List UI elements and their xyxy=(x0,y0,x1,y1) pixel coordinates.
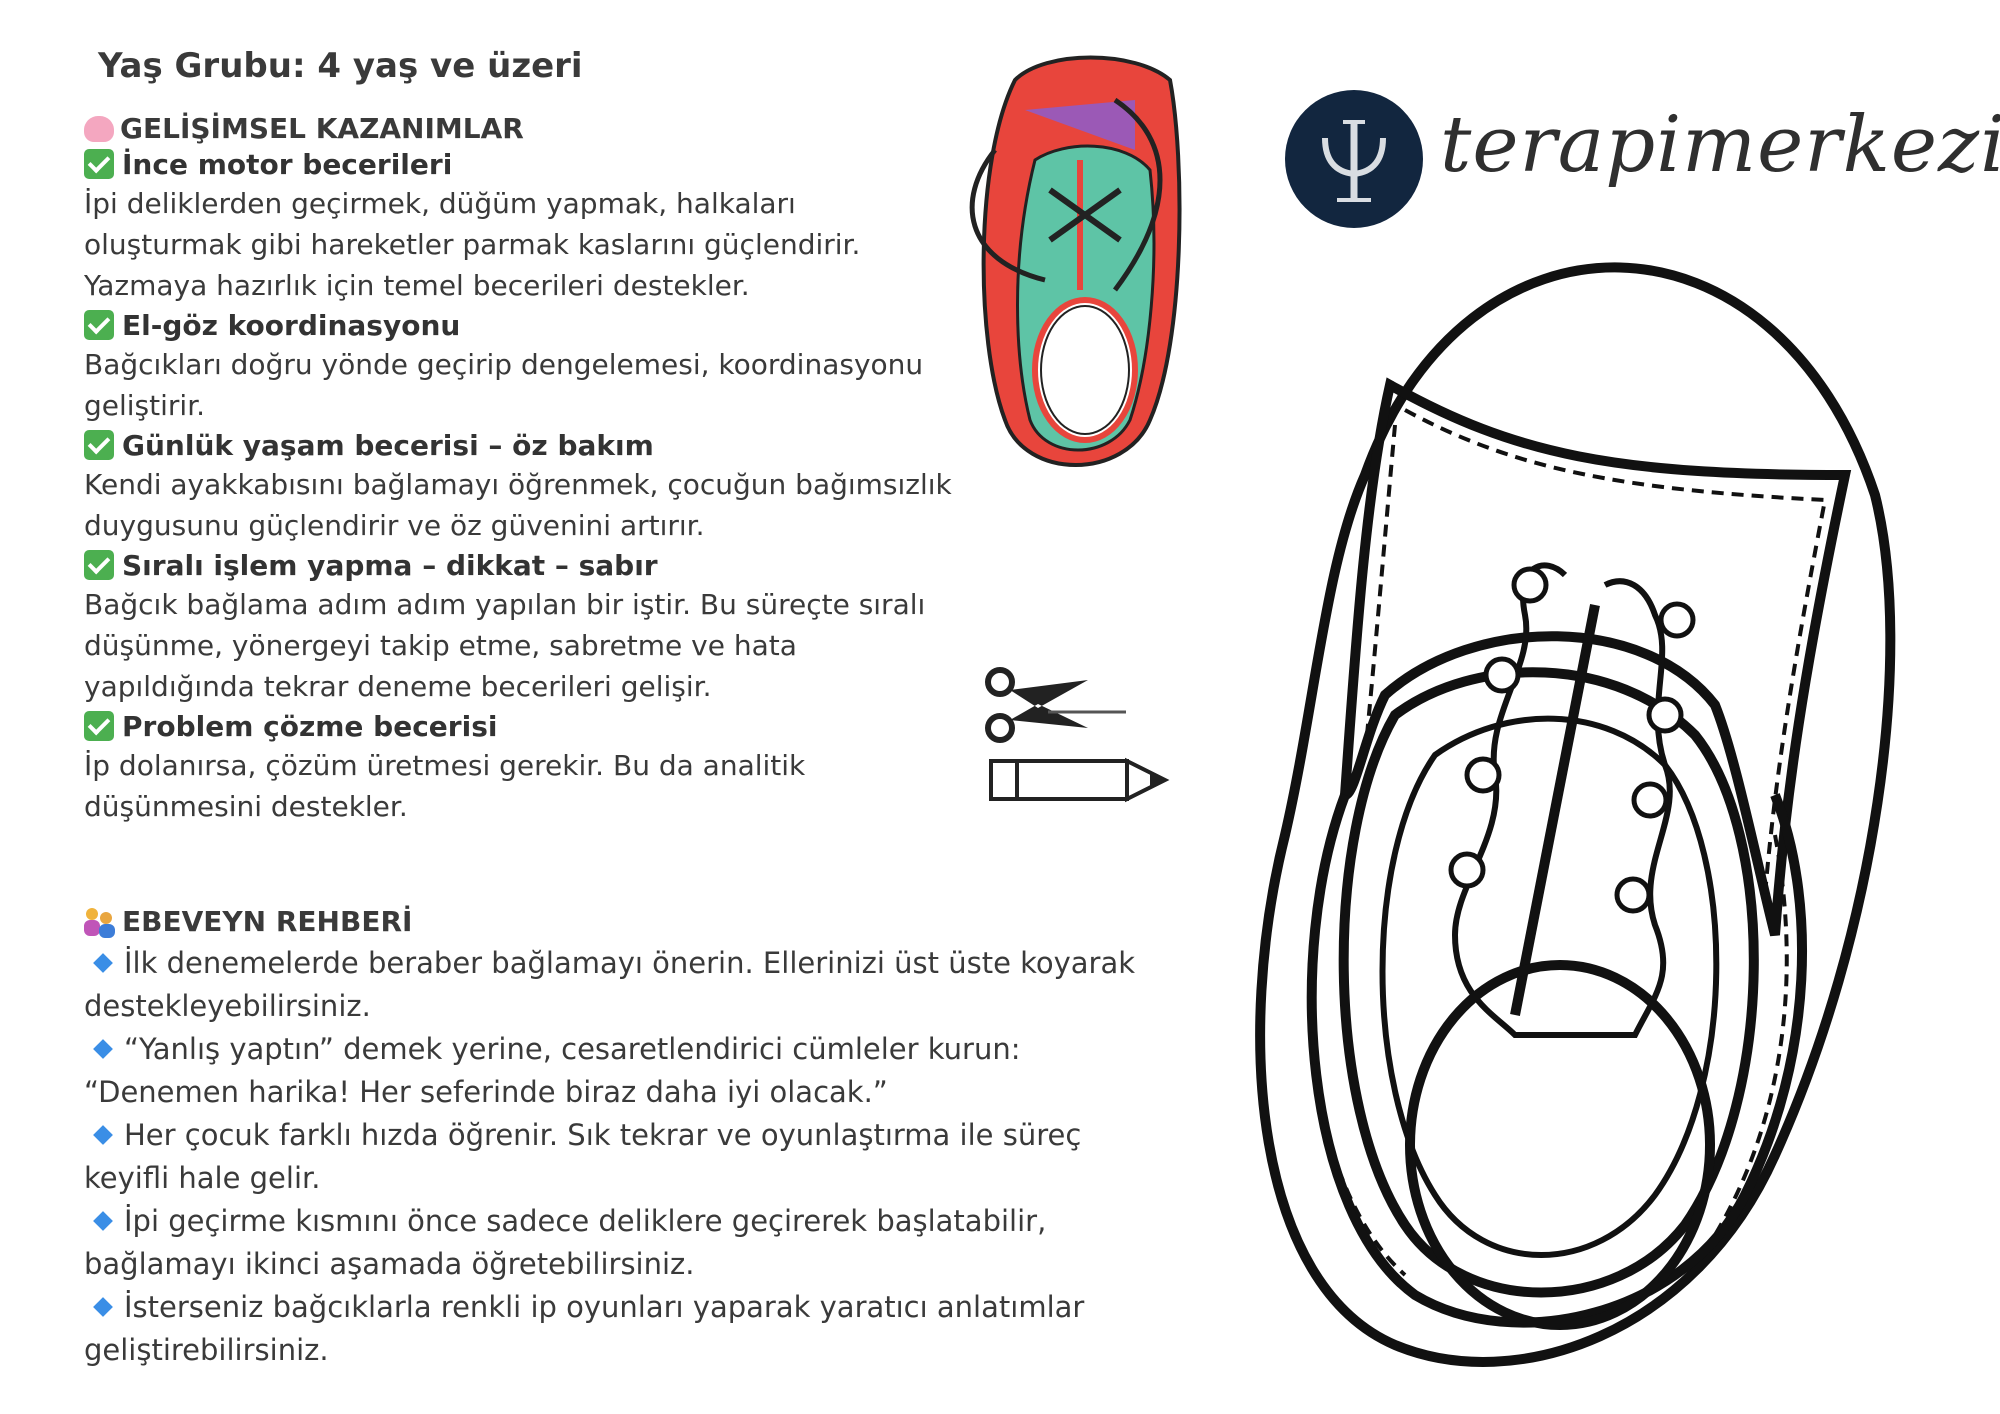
developmental-title-row: GELİŞİMSEL KAZANIMLAR xyxy=(84,112,984,145)
tip-item: İpi geçirme kısmını önce sadece delikler… xyxy=(84,1204,1047,1281)
parent-guide-section: EBEVEYN REHBERİ İlk denemelerde beraber … xyxy=(84,905,1204,1372)
dev-item-title: İnce motor becerileri xyxy=(122,147,453,181)
shoe-outline-template xyxy=(1255,262,1896,1367)
dev-item-0: İnce motor becerileri İpi deliklerden ge… xyxy=(84,145,984,306)
check-icon xyxy=(84,430,114,460)
check-icon xyxy=(84,711,114,741)
parent-guide-title: EBEVEYN REHBERİ xyxy=(122,905,413,938)
dev-item-2: Günlük yaşam becerisi – öz bakım Kendi a… xyxy=(84,426,984,546)
diamond-bullet-icon xyxy=(93,1039,113,1059)
dev-item-1: El-göz koordinasyonu Bağcıkları doğru yö… xyxy=(84,306,984,426)
dev-item-4: Problem çözme becerisi İp dolanırsa, çöz… xyxy=(84,707,984,827)
dev-item-text: İpi deliklerden geçirmek, düğüm yapmak, … xyxy=(84,187,861,302)
parent-guide-title-row: EBEVEYN REHBERİ xyxy=(84,905,1204,938)
check-icon xyxy=(84,550,114,580)
tip-item: İlk denemelerde beraber bağlamayı önerin… xyxy=(84,946,1136,1023)
tip-item: “Yanlış yaptın” demek yerine, cesaretlen… xyxy=(84,1032,1021,1109)
brain-icon xyxy=(84,115,114,142)
tip-item: İsterseniz bağcıklarla renkli ip oyunlar… xyxy=(84,1290,1085,1367)
tip-item: Her çocuk farklı hızda öğrenir. Sık tekr… xyxy=(84,1118,1082,1195)
developmental-title: GELİŞİMSEL KAZANIMLAR xyxy=(120,112,524,145)
diamond-bullet-icon xyxy=(93,1297,113,1317)
pencil-icon xyxy=(989,757,1170,803)
dev-item-text: Bağcık bağlama adım adım yapılan bir işt… xyxy=(84,588,926,703)
dev-item-text: Kendi ayakkabısını bağlamayı öğrenmek, ç… xyxy=(84,468,952,542)
developmental-section: GELİŞİMSEL KAZANIMLAR İnce motor beceril… xyxy=(84,112,984,827)
dev-item-text: Bağcıkları doğru yönde geçirip dengeleme… xyxy=(84,348,924,422)
dev-item-text: İp dolanırsa, çözüm üretmesi gerekir. Bu… xyxy=(84,749,806,823)
dev-item-title: Problem çözme becerisi xyxy=(122,709,498,743)
diamond-bullet-icon xyxy=(93,953,113,973)
family-icon xyxy=(84,906,116,938)
brand-name: terapimerkezim xyxy=(1440,100,2000,190)
check-icon xyxy=(84,149,114,179)
dev-item-title: El-göz koordinasyonu xyxy=(122,308,461,342)
diamond-bullet-icon xyxy=(93,1125,113,1145)
dev-item-title: Günlük yaşam becerisi – öz bakım xyxy=(122,428,654,462)
scissors-icon xyxy=(985,667,1126,743)
colored-shoe-sample-icon xyxy=(969,55,1182,467)
dev-item-3: Sıralı işlem yapma – dikkat – sabır Bağc… xyxy=(84,546,984,707)
diamond-bullet-icon xyxy=(93,1211,113,1231)
check-icon xyxy=(84,310,114,340)
psi-logo-icon xyxy=(1285,90,1423,228)
age-group-heading: Yaş Grubu: 4 yaş ve üzeri xyxy=(98,46,583,86)
dev-item-title: Sıralı işlem yapma – dikkat – sabır xyxy=(122,548,658,582)
